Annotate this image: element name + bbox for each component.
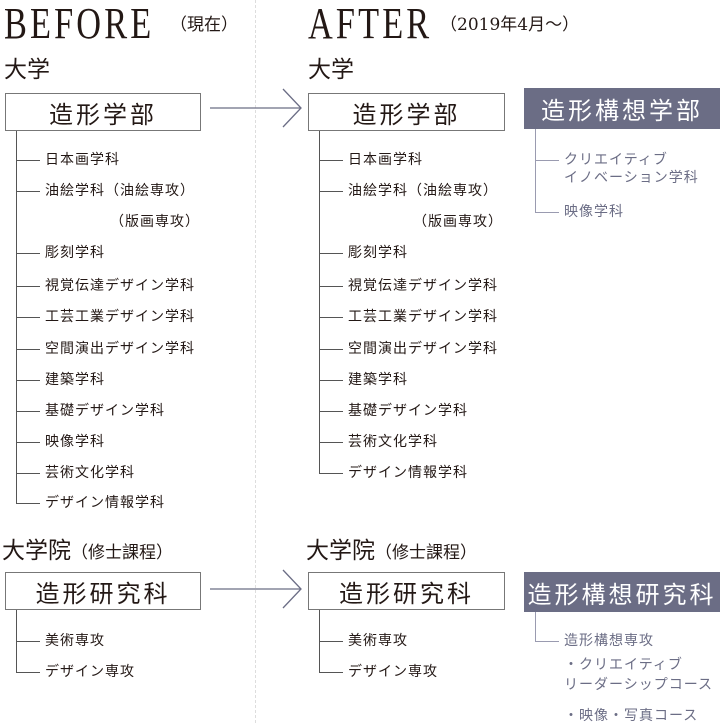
before-faculty-box: 造形学部 [5, 93, 201, 131]
tree-branch [535, 160, 559, 161]
tree-branch [535, 641, 559, 642]
after-heading: AFTER （2019年4月～） [308, 0, 580, 49]
before-note: （現在） [170, 15, 238, 35]
list-item: 彫刻学科 [45, 245, 105, 261]
tree-branch [16, 191, 40, 192]
list-item: イノベーション学科 [564, 170, 699, 186]
tree-branch [16, 672, 40, 673]
arrow-icon [210, 569, 302, 609]
list-item: 美術専攻 [348, 633, 408, 649]
tree-branch [16, 160, 40, 161]
list-item: 日本画学科 [348, 152, 423, 168]
list-item: 油絵学科（油絵専攻） [348, 183, 498, 199]
grad-note: （修士課程） [71, 543, 173, 563]
list-item: 工芸工業デザイン学科 [45, 309, 195, 325]
list-item: （版画専攻） [110, 214, 200, 230]
list-item: 映像学科 [45, 434, 105, 450]
tree-branch [16, 317, 40, 318]
after-grad-box: 造形研究科 [308, 572, 505, 610]
tree-branch [16, 349, 40, 350]
undergrad-label-before: 大学 [4, 57, 50, 83]
tree-branch [16, 442, 40, 443]
list-item: 視覚伝達デザイン学科 [348, 278, 498, 294]
list-item: 視覚伝達デザイン学科 [45, 278, 195, 294]
list-item: （版画専攻） [413, 214, 503, 230]
arrow-icon [210, 88, 302, 128]
tree-branch [16, 380, 40, 381]
list-item: 基礎デザイン学科 [45, 403, 165, 419]
tree-branch [319, 380, 343, 381]
list-item: 造形構想専攻 [564, 633, 654, 649]
list-item: 美術専攻 [45, 633, 105, 649]
grad-label-text: 大学院 [2, 538, 71, 564]
undergrad-label-after: 大学 [308, 57, 354, 83]
tree-branch [319, 253, 343, 254]
list-item: 工芸工業デザイン学科 [348, 309, 498, 325]
list-item: デザイン情報学科 [348, 465, 468, 481]
list-item: 日本画学科 [45, 152, 120, 168]
grad-label-before: 大学院（修士課程） [2, 531, 173, 565]
before-heading: BEFORE （現在） [4, 0, 238, 49]
tree-branch [16, 503, 40, 504]
tree-branch [16, 473, 40, 474]
list-item: 芸術文化学科 [45, 465, 135, 481]
tree-branch [16, 286, 40, 287]
list-item: 映像学科 [564, 204, 624, 220]
tree-branch [16, 641, 40, 642]
tree-branch [319, 317, 343, 318]
grad-label-text: 大学院 [306, 538, 375, 564]
tree-line [535, 612, 536, 642]
list-item: デザイン専攻 [348, 664, 438, 680]
before-title: BEFORE [4, 0, 155, 48]
list-item: ・クリエイティブ [564, 657, 683, 673]
tree-line [16, 131, 17, 504]
list-item: 建築学科 [348, 372, 408, 388]
before-grad-box: 造形研究科 [5, 572, 201, 610]
tree-line [535, 129, 536, 213]
list-item: 芸術文化学科 [348, 434, 438, 450]
tree-line [16, 610, 17, 673]
list-item: リーダーシップコース [564, 677, 714, 693]
after-note: （2019年4月～） [440, 15, 580, 35]
list-item: 空間演出デザイン学科 [45, 341, 195, 357]
list-item: クリエイティブ [564, 152, 668, 168]
tree-branch [319, 286, 343, 287]
tree-branch [319, 672, 343, 673]
tree-branch [319, 191, 343, 192]
tree-branch [319, 411, 343, 412]
after-title: AFTER [308, 0, 433, 48]
column-divider [255, 0, 256, 723]
new-grad-box: 造形構想研究科 [524, 572, 720, 612]
grad-note: （修士課程） [375, 543, 477, 563]
tree-line [319, 131, 320, 474]
tree-branch [16, 411, 40, 412]
grad-label-after: 大学院（修士課程） [306, 531, 477, 565]
tree-line [319, 610, 320, 673]
list-item: デザイン専攻 [45, 664, 135, 680]
tree-branch [319, 160, 343, 161]
list-item: デザイン情報学科 [45, 495, 165, 511]
list-item: 建築学科 [45, 372, 105, 388]
after-faculty-box: 造形学部 [308, 93, 505, 131]
tree-branch [319, 442, 343, 443]
list-item: 基礎デザイン学科 [348, 403, 468, 419]
list-item: 彫刻学科 [348, 245, 408, 261]
list-item: ・映像・写真コース [564, 708, 699, 723]
tree-branch [319, 473, 343, 474]
list-item: 空間演出デザイン学科 [348, 341, 498, 357]
list-item: 油絵学科（油絵専攻） [45, 183, 195, 199]
tree-branch [319, 641, 343, 642]
new-faculty-box: 造形構想学部 [524, 88, 720, 129]
tree-branch [16, 253, 40, 254]
tree-branch [319, 349, 343, 350]
tree-branch [535, 212, 559, 213]
